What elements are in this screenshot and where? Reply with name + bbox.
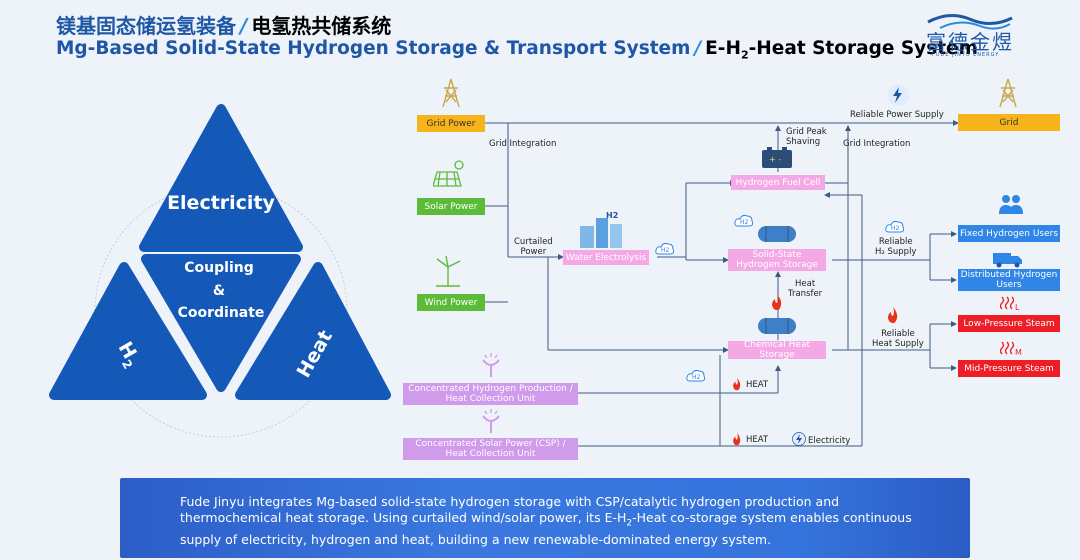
coupling-triangle: Electricity Coupling & Coordinate H2 Hea…	[49, 104, 391, 438]
triangle-label-electricity: Electricity	[167, 192, 275, 214]
triangle-label-coordinate: Coordinate	[178, 305, 265, 321]
logo-cn-text: 富德金煜	[926, 30, 1014, 54]
lightning-icon	[887, 84, 909, 106]
triangle-h2	[49, 262, 207, 400]
fuel-cell-battery-icon: + -	[762, 147, 792, 168]
summary-text: Fude Jinyu integrates Mg-based solid-sta…	[180, 494, 912, 547]
h2-cloud-icon-1: H2	[655, 242, 675, 255]
svg-text:H2: H2	[661, 247, 670, 254]
flame-icon-2	[888, 307, 898, 323]
wind-turbine-icon	[436, 255, 461, 287]
heat-label-1: HEAT	[746, 380, 769, 390]
solar-dish-icon-1	[482, 353, 500, 377]
svg-text:H2: H2	[692, 374, 701, 381]
electricity-label: Electricity	[808, 436, 851, 446]
title-cn-main: 镁基固态储运氢装备	[56, 14, 236, 38]
flame-icon-4	[733, 432, 741, 446]
svg-text:H2: H2	[740, 219, 749, 226]
svg-text:H2: H2	[606, 211, 618, 220]
svg-text:L: L	[1015, 303, 1020, 311]
electrolyzer-icon: H2	[580, 211, 622, 248]
title-en-sub: E-H2-Heat Storage System	[705, 38, 978, 62]
grid-box: Grid	[958, 114, 1060, 131]
chemical-heat-storage-box: Chemical Heat Storage	[728, 340, 826, 360]
fixed-users-box: Fixed Hydrogen Users	[958, 225, 1060, 242]
title-cn: 镁基固态储运氢装备/电氢热共储系统	[56, 10, 391, 39]
steam-icon-low: L	[1000, 296, 1020, 311]
flame-icon-3	[733, 377, 741, 391]
solar-dish-icon-2	[482, 409, 500, 433]
company-logo	[927, 14, 1013, 30]
title-en-main: Mg-Based Solid-State Hydrogen Storage & …	[56, 38, 691, 59]
svg-text:H2: H2	[891, 225, 900, 232]
h2-cloud-icon-4: H2	[686, 369, 706, 382]
lightning-icon-small	[792, 432, 806, 446]
logo-en-text: FUDE JINYU ENERGY	[932, 52, 1000, 58]
solar-power-box: Solar Power	[417, 198, 485, 215]
title-slash: /	[240, 14, 248, 38]
truck-icon	[993, 253, 1022, 268]
title-cn-sub: 电氢热共储系统	[251, 14, 392, 38]
svg-text:+ -: + -	[769, 155, 781, 164]
grid-power-box: Grid Power	[417, 115, 485, 132]
solid-storage-box: Solid-State Hydrogen Storage	[728, 249, 826, 271]
h2-cloud-icon-2: H2	[734, 214, 754, 227]
mid-pressure-steam-box: Mid-Pressure Steam	[958, 360, 1060, 377]
steam-icon-mid: M	[1000, 341, 1022, 356]
csp-box: Concentrated Solar Power (CSP) / Heat Co…	[403, 438, 578, 460]
distributed-users-box: Distributed Hydrogen Users	[958, 269, 1060, 291]
water-electrolysis-box: Water Electrolysis	[563, 250, 649, 265]
concentrated-h2-box: Concentrated Hydrogen Production / Heat …	[403, 383, 578, 405]
flame-icon-1	[772, 294, 782, 310]
heat-label-2: HEAT	[746, 435, 769, 445]
chemical-heat-tank-icon	[758, 318, 796, 334]
solar-panel-icon	[433, 160, 464, 187]
low-pressure-steam-box: Low-Pressure Steam	[958, 315, 1060, 332]
title-slash-en: /	[694, 38, 702, 59]
triangle-heat	[235, 262, 391, 400]
grid-integration-label-2: Grid Integration	[843, 139, 911, 149]
triangle-electricity	[139, 104, 303, 252]
svg-text:M: M	[1015, 348, 1022, 356]
users-icon	[999, 195, 1023, 214]
triangle-coupling	[141, 254, 301, 392]
fuel-cell-box: Hydrogen Fuel Cell	[731, 175, 825, 190]
summary-banner	[120, 478, 970, 558]
triangle-label-and: &	[213, 283, 225, 299]
grid-integration-label-1: Grid Integration	[489, 139, 557, 149]
grid-tower-icon	[999, 78, 1017, 108]
solid-storage-tank-icon	[758, 226, 796, 242]
title-en: Mg-Based Solid-State Hydrogen Storage & …	[56, 38, 978, 62]
reliable-power-label: Reliable Power Supply	[850, 110, 944, 120]
triangle-label-coupling: Coupling	[184, 260, 253, 276]
h2-cloud-icon-3: H2	[885, 220, 905, 233]
power-tower-icon	[442, 78, 460, 108]
wind-power-box: Wind Power	[417, 294, 485, 311]
